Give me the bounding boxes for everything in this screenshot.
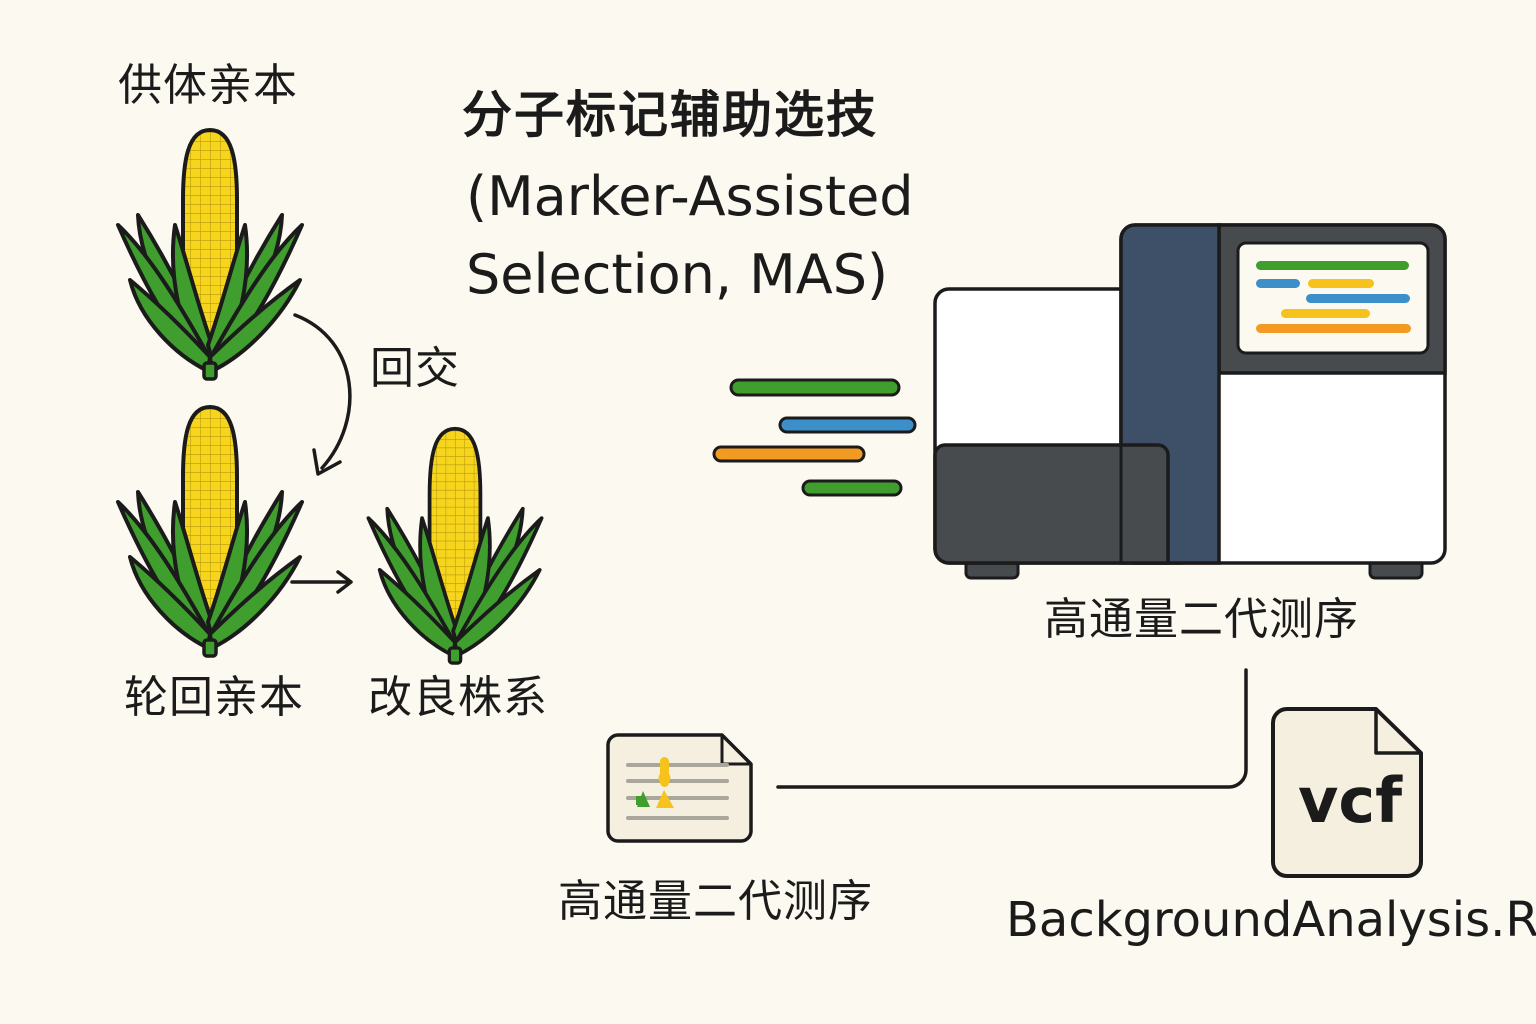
vcf-icon-text: vcf <box>1298 764 1403 837</box>
backcross-arrow-icon <box>293 313 352 476</box>
improved-corn-plant-icon <box>366 426 544 666</box>
donor-corn-plant-icon <box>116 128 304 381</box>
recurrent-parent-label: 轮回亲本 <box>124 672 304 723</box>
improved-line-label: 改良株系 <box>368 672 548 723</box>
title-english-line1: (Marker-Assisted <box>466 165 914 228</box>
sequencing-reads-icon <box>712 378 917 497</box>
gel-document-icon <box>606 733 753 843</box>
page-title: 分子标记辅助选技 <box>462 86 878 144</box>
connector-line <box>776 668 1248 789</box>
title-english-line2: Selection, MAS) <box>466 243 889 306</box>
recurrent-corn-plant-icon <box>116 405 304 658</box>
gel-label: 高通量二代测序 <box>558 876 873 927</box>
donor-parent-label: 供体亲本 <box>118 60 298 111</box>
right-arrow-icon <box>290 570 353 594</box>
backcross-label: 回交 <box>370 343 460 394</box>
sequencer-machine-icon <box>933 223 1447 580</box>
script-file-label: BackgroundAnalysis.R <box>1006 892 1536 948</box>
sequencer-label: 高通量二代测序 <box>1044 594 1359 645</box>
vcf-file-icon <box>1271 707 1423 878</box>
